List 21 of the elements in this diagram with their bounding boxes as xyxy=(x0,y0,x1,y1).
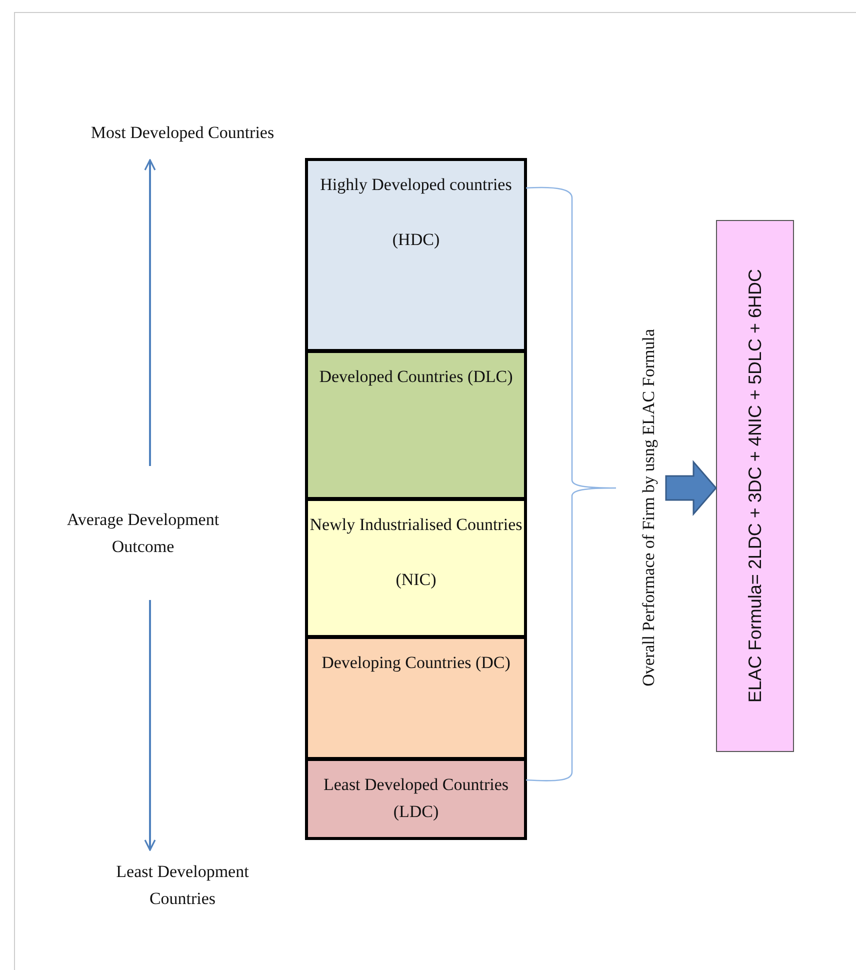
block-arrow xyxy=(665,460,717,516)
tier-box xyxy=(305,636,527,760)
box-label: Highly Developed countries xyxy=(320,174,512,196)
box-label: Developed Countries (DLC) xyxy=(319,366,513,388)
box-label: (HDC) xyxy=(392,229,440,252)
tier-box xyxy=(305,498,527,638)
tier-box xyxy=(305,350,527,500)
tier-box xyxy=(305,158,527,352)
arrow xyxy=(144,159,156,466)
box-label: Developing Countries (DC) xyxy=(322,652,510,674)
bracket-caption: Overall Performace of Firm by usng ELAC Formula xyxy=(638,329,660,687)
axis-label: Average Development Outcome xyxy=(66,508,220,558)
box-label: Least Developed Countries (LDC) xyxy=(322,774,510,824)
box-label: Newly Industrialised Countries xyxy=(310,514,522,536)
box-label: ELAC Formula= 2LDC + 3DC + 4NIC + 5DLC + 6HDC xyxy=(744,269,766,703)
box-label: (NIC) xyxy=(396,569,436,592)
tier-box xyxy=(305,758,527,840)
formula-box xyxy=(716,220,794,752)
axis-label: Most Developed Countries xyxy=(90,122,274,144)
axis-label: Least Development Countries xyxy=(115,860,250,910)
arrow xyxy=(144,600,156,851)
